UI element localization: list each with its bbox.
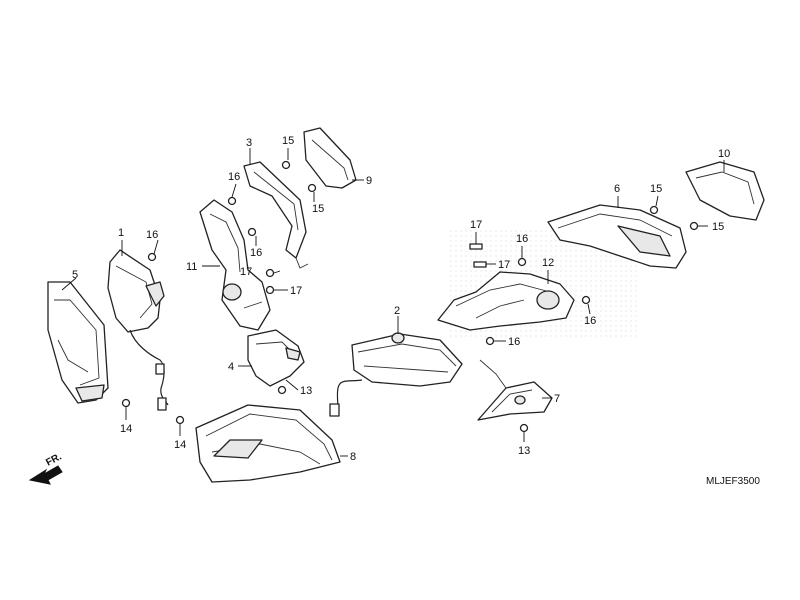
callout-16f: 16: [584, 315, 596, 327]
front-arrow-icon: [28, 465, 63, 485]
screw-15a: [281, 160, 291, 170]
callout-5: 5: [72, 269, 78, 281]
callout-3: 3: [246, 137, 252, 149]
front-direction-indicator: FR.: [28, 451, 64, 485]
callout-13a: 13: [300, 385, 312, 397]
screw-15b: [307, 183, 317, 193]
screw-16c: [247, 227, 257, 237]
bolt-17d: [473, 261, 487, 268]
callout-15c: 15: [650, 183, 662, 195]
part-7-small-bracket: [477, 359, 553, 421]
screw-13a: [277, 385, 287, 395]
callout-14b: 14: [174, 439, 186, 451]
callout-16b: 16: [228, 171, 240, 183]
part-5-mirror-cover: [47, 281, 109, 404]
part-4-small-cover: [247, 329, 305, 387]
callout-17c: 17: [470, 219, 482, 231]
screw-14a: [121, 398, 131, 408]
screw-13b: [519, 423, 529, 433]
callout-12: 12: [542, 257, 554, 269]
part-6-mirror-housing-right: [547, 204, 687, 269]
callout-16c: 16: [250, 247, 262, 259]
part-8-side-cover: [195, 404, 341, 483]
part-9-mirror-glass: [303, 127, 357, 189]
callout-17d: 17: [498, 259, 510, 271]
part-12-stay-bracket: [437, 271, 575, 331]
callout-labels: 1 2 3 4 5 6 7 8 9 10 11 12 13 13 14 14 1…: [72, 135, 730, 463]
screw-16d: [517, 257, 527, 267]
screws: [121, 160, 699, 433]
diagram-code: MLJEF3500: [706, 476, 760, 487]
screw-16a: [147, 252, 157, 262]
screw-16e: [485, 336, 495, 346]
front-label: FR.: [44, 451, 64, 468]
screw-14b: [175, 415, 185, 425]
callout-13b: 13: [518, 445, 530, 457]
callout-16e: 16: [508, 336, 520, 348]
callout-15a: 15: [282, 135, 294, 147]
callout-6: 6: [614, 183, 620, 195]
callout-16a: 16: [146, 229, 158, 241]
bolt-17c: [469, 243, 483, 250]
callout-9: 9: [366, 175, 372, 187]
screw-17b: [265, 285, 275, 295]
callout-15b: 15: [312, 203, 324, 215]
callout-4: 4: [228, 361, 234, 373]
part-3-stay-bracket: [243, 161, 309, 269]
screw-15d: [689, 221, 699, 231]
callout-7: 7: [554, 393, 560, 405]
callout-2: 2: [394, 305, 400, 317]
screw-16b: [227, 196, 237, 206]
callout-17b: 17: [290, 285, 302, 297]
callout-14a: 14: [120, 423, 132, 435]
callout-8: 8: [350, 451, 356, 463]
part-10-mirror-glass-right: [685, 161, 765, 221]
part-11-stay-assembly: [199, 199, 271, 331]
screw-16f: [581, 295, 591, 305]
callout-15d: 15: [712, 221, 724, 233]
screw-15c: [649, 205, 659, 215]
leader-lines: [61, 148, 725, 457]
callout-1: 1: [118, 227, 124, 239]
callout-17a: 17: [240, 266, 252, 278]
callout-10: 10: [718, 148, 730, 160]
part-2-turn-signal: [329, 332, 463, 417]
screw-17a: [265, 268, 275, 278]
part-1-mirror-housing: [107, 249, 169, 411]
callout-16d: 16: [516, 233, 528, 245]
callout-11: 11: [186, 261, 197, 273]
